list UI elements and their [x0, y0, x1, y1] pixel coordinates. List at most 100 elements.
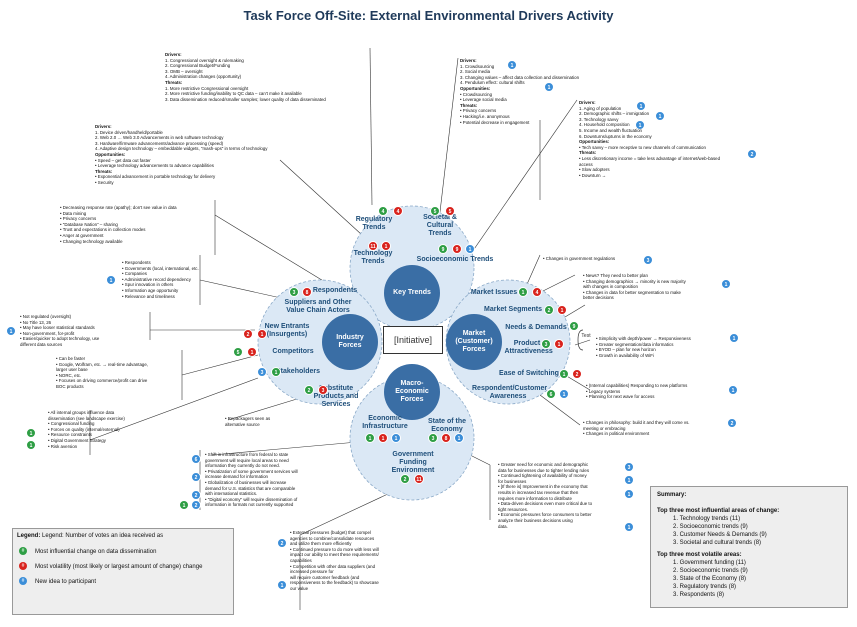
- note-line: Economic pressures force consumers to be…: [498, 512, 592, 518]
- hub-industry-forces: Industry Forces: [336, 334, 364, 349]
- note-line: 1. Aging of population: [579, 105, 622, 111]
- note-line: responsiveness to the feedback) to showc…: [290, 580, 379, 586]
- summary-influential-item: 2. Socioeconomic trends (9): [673, 524, 748, 530]
- note-line: Hacking/i.e. anonymous: [460, 114, 579, 120]
- red-vote-dot: 1: [257, 329, 267, 339]
- legend-item-new-idea: #New idea to participant: [19, 577, 96, 587]
- blue-vote-dot: 3: [624, 462, 634, 472]
- blue-vote-dot: 1: [655, 111, 665, 121]
- summary-title: Summary:: [657, 492, 687, 498]
- green-vote-dot: 1: [26, 428, 36, 438]
- note-line: agencies to combine/consolidate resource…: [290, 535, 375, 541]
- blue-vote-dot: 1: [729, 333, 739, 343]
- note-state-of-economy: Greater need for economic and demographi…: [498, 462, 592, 529]
- note-line: Drivers:: [95, 124, 112, 129]
- note-line: Tech savvy – more receptive to new chann…: [579, 145, 720, 151]
- blue-vote-dot: 1: [624, 489, 634, 499]
- blue-vote-dot: 1: [721, 279, 731, 289]
- green-vote-dot: 2: [544, 305, 554, 315]
- note-market-issues: Changes in government regulations: [543, 256, 615, 262]
- note-line: Changing technology available: [60, 239, 177, 245]
- summary-influential-item: 3. Customer Needs & Demands (9): [673, 532, 767, 538]
- note-line: 6. Downturns/upturns in the economy: [579, 133, 652, 139]
- node-regulatory-trends: Regulatory Trends: [355, 216, 393, 231]
- note-line: Anger at government: [60, 233, 177, 239]
- note-line: Globalization of businesses will increas…: [205, 480, 298, 486]
- green-vote-dot: 1: [26, 440, 36, 450]
- green-vote-dot: 6: [546, 389, 556, 399]
- node-societal-trends: Societal & Cultural Trends: [423, 214, 457, 237]
- summary-volatile-item: 3. State of the Economy (8): [673, 576, 747, 582]
- red-vote-dot: 2: [243, 329, 253, 339]
- note-new-entrants: Not regulated (oversight)No Title 13, 26…: [20, 314, 99, 348]
- blue-vote-dot: 2: [727, 418, 737, 428]
- hub-market-forces: Market (Customer) Forces: [455, 330, 493, 353]
- note-line: Threats:: [579, 150, 597, 156]
- legend-box: Legend: Legend: Number of votes an idea …: [12, 528, 234, 615]
- red-vote-dot: 5: [445, 206, 455, 216]
- note-line: Congressional funding: [48, 421, 125, 427]
- blue-vote-dot: 1: [635, 120, 645, 130]
- node-suppliers: Suppliers and Other Value Chain Actors: [284, 299, 352, 314]
- note-line: 3. Technology savvy: [579, 116, 619, 122]
- note-suppliers: RespondentsGovernments (local, internati…: [122, 260, 199, 299]
- note-line: tight resources.: [498, 506, 529, 512]
- note-line: 1. Crowdsourcing: [460, 63, 495, 69]
- note-line: Relevance and timeliness: [122, 294, 199, 300]
- red-vote-dot: 8: [441, 433, 451, 443]
- note-line: Easier/quicker to adopt technology, use: [20, 336, 100, 342]
- red-vote-dot: 8: [302, 287, 312, 297]
- note-line: Opportunities:: [579, 139, 610, 145]
- note-market-segments: News? They need to better planChanging d…: [583, 273, 686, 301]
- note-line: 2. Congressional Budget/Funding: [165, 63, 231, 69]
- legend-item-influential: #Most influential change on data dissemi…: [19, 547, 156, 557]
- note-line: Privacy concerns: [60, 216, 177, 222]
- blue-vote-dot: 1: [106, 275, 116, 285]
- note-line: Changes in philosophy: build it and they…: [583, 420, 690, 426]
- note-line: 4. Adaptive design technology – embeddab…: [95, 146, 268, 152]
- note-line: 1. Device driven/handheld/portable: [95, 129, 163, 135]
- blue-vote-dot: 6: [191, 454, 201, 464]
- note-line: No Title 13, 26: [20, 320, 99, 326]
- note-line: Governments (local, international, etc.: [122, 266, 199, 272]
- blue-vote-dot: 1: [277, 580, 287, 590]
- note-line: Growth in availability of WiFi: [596, 353, 691, 359]
- blue-vote-dot: 1: [624, 522, 634, 532]
- note-line: Data mining: [60, 211, 177, 217]
- note-line: 1. More restrictive Congressional oversi…: [165, 85, 249, 91]
- note-line: 1. Congressional oversight & rulemaking: [165, 57, 244, 63]
- note-line: government will require local areas to n…: [205, 457, 289, 463]
- note-line: Drivers:: [579, 100, 596, 105]
- initiative-box: [Initiative]: [383, 326, 443, 354]
- blue-vote-dot: 2: [277, 538, 287, 548]
- red-vote-dot: 1: [557, 305, 567, 315]
- blue-vote-dot: 1: [454, 433, 464, 443]
- green-vote-dot: 5: [233, 347, 243, 357]
- node-ease-of-switching: Ease of Switching: [499, 370, 559, 377]
- note-line: Resource constraints: [48, 432, 125, 438]
- note-line: Downturn →: [579, 173, 720, 179]
- note-line: Focuses on driving commerce/profit can d…: [56, 378, 148, 384]
- note-line: 4. Administration changes (opportunity): [165, 74, 242, 80]
- blue-vote-dot: 1: [391, 433, 401, 443]
- note-line: results in increased tax revenue that th…: [498, 489, 579, 495]
- note-line: "Digital economy" will require dissemina…: [205, 497, 298, 503]
- note-line: increased pressure for: [290, 569, 334, 575]
- blue-vote-dot: 3: [257, 367, 267, 377]
- summary-volatile-heading: Top three most volatile areas:: [657, 552, 742, 558]
- note-line: Privatization of some government service…: [205, 469, 298, 475]
- node-stakeholders: Stakeholders: [276, 368, 320, 375]
- page-title: Task Force Off-Site: External Environmen…: [243, 8, 614, 23]
- note-line: for businesses: [498, 478, 527, 484]
- note-line: with international statistics.: [205, 491, 258, 497]
- summary-box: Summary: Top three most influential area…: [650, 486, 848, 608]
- green-dot-icon: #: [19, 547, 27, 556]
- red-vote-dot: 4: [393, 206, 403, 216]
- blue-vote-dot: 1: [636, 101, 646, 111]
- note-line: Privacy concerns: [460, 108, 579, 114]
- note-line: Trust and expectations in collection mod…: [60, 227, 177, 233]
- summary-volatile-item: 3. Regulatory trends (8): [673, 584, 737, 590]
- note-line: larger user base: [56, 367, 88, 373]
